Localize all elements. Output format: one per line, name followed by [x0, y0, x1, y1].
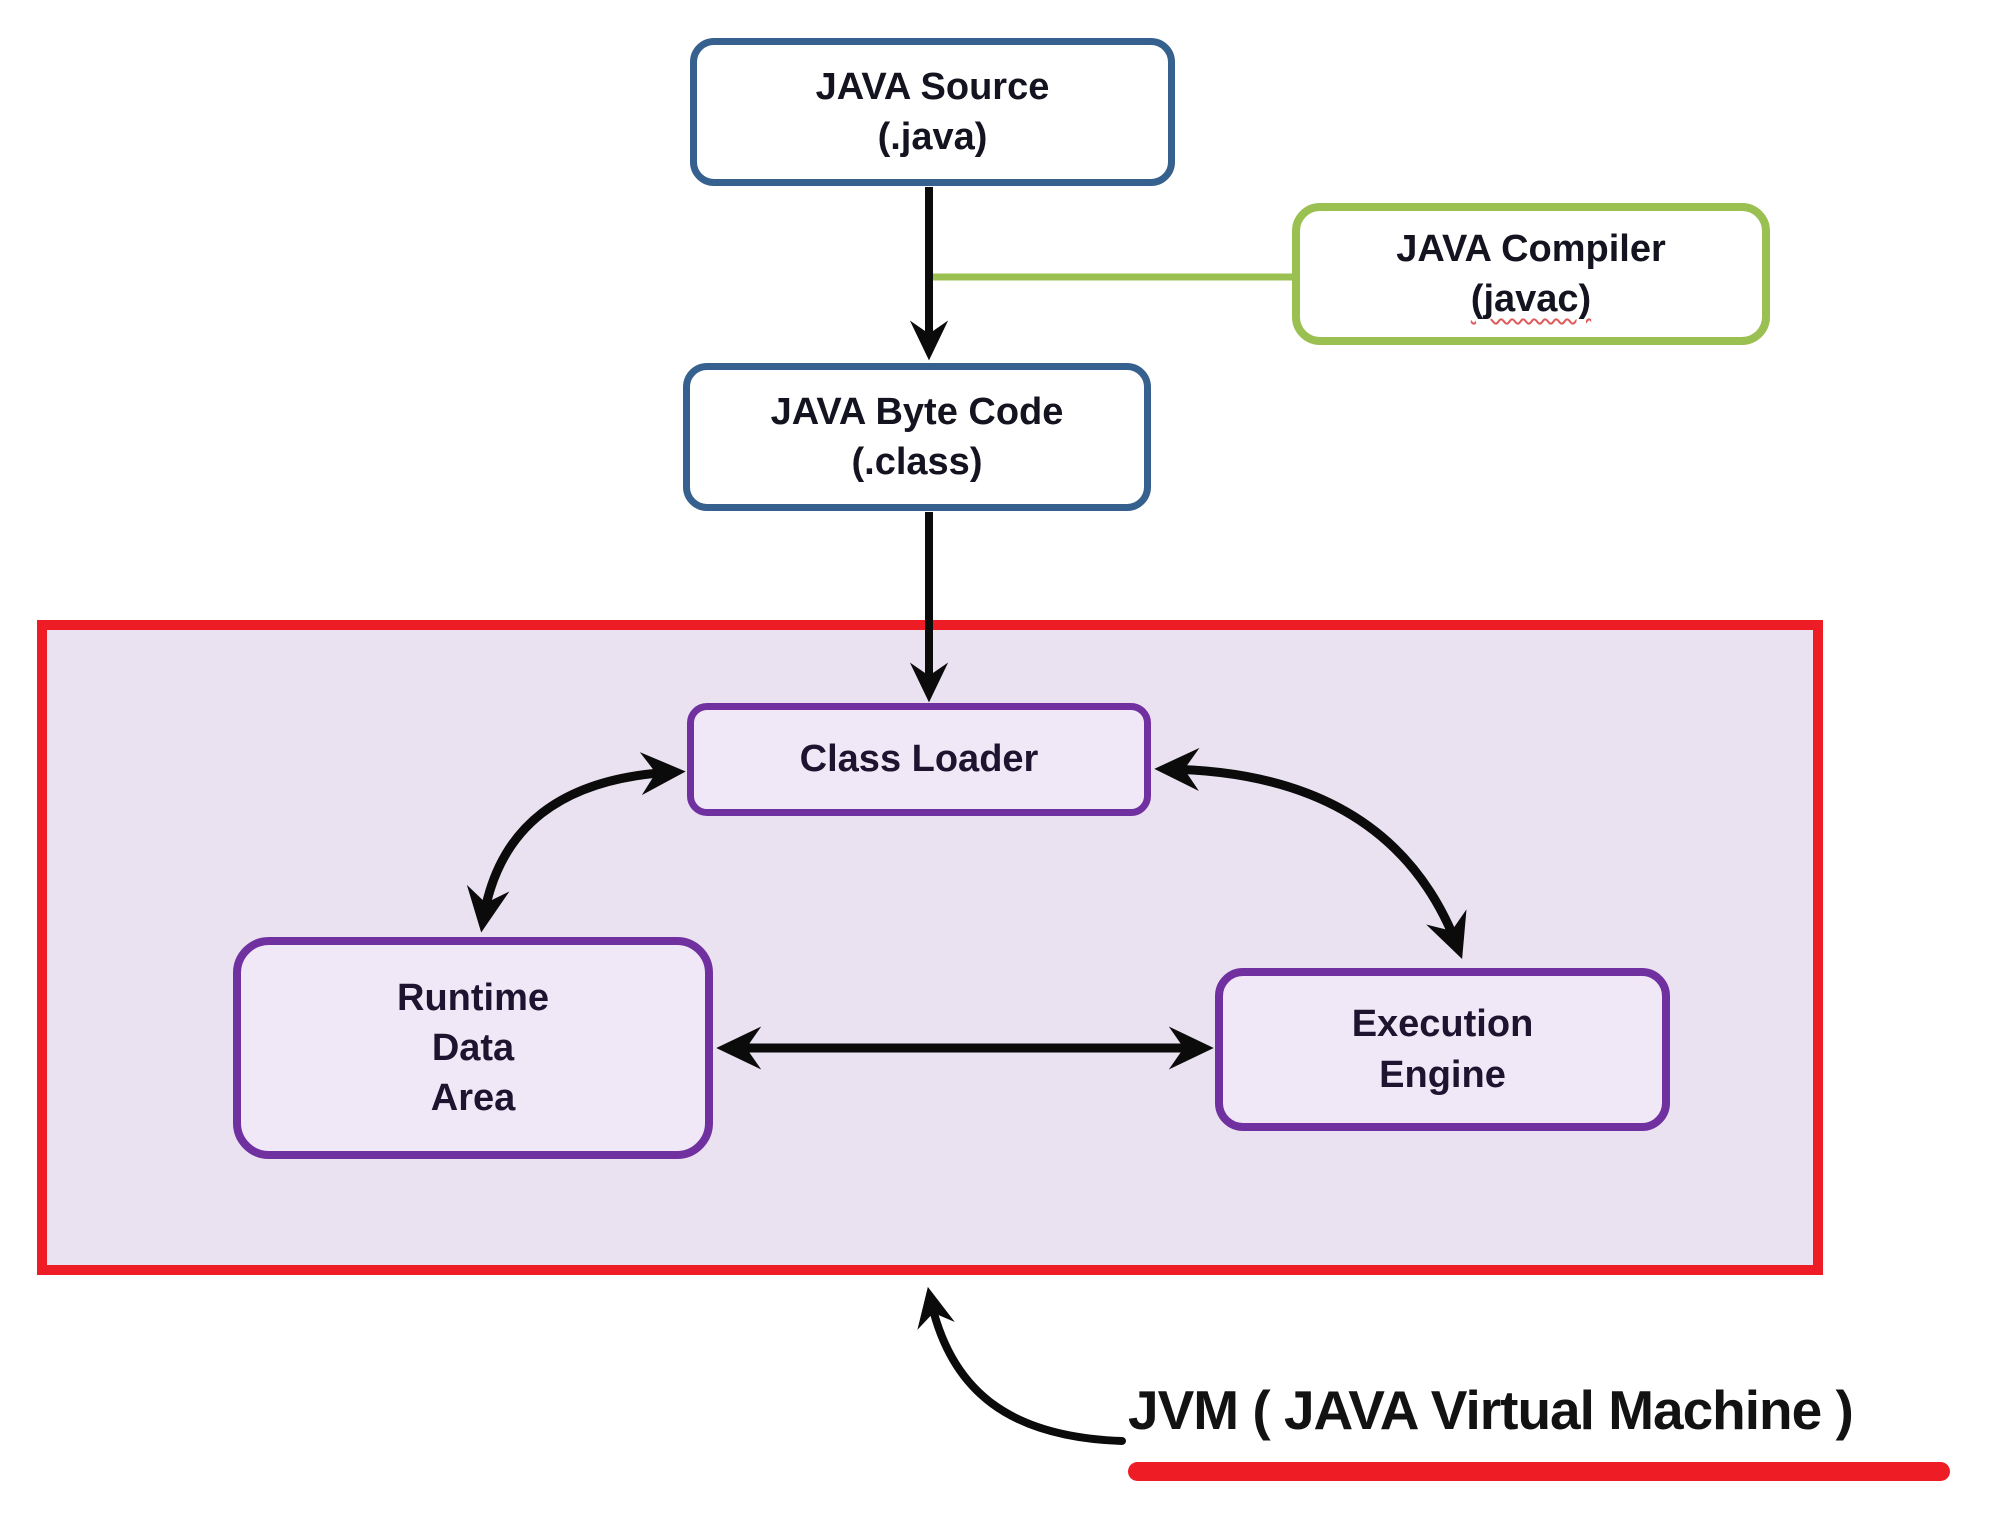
class-loader-node: Class Loader: [687, 703, 1151, 816]
java-source-label-line1: JAVA Source: [815, 65, 1050, 108]
java-source-node: JAVA Source (.java): [690, 38, 1175, 186]
execution-engine-label-line2: Engine: [1379, 1053, 1506, 1096]
jvm-caption: JVM ( JAVA Virtual Machine ): [1128, 1379, 1854, 1441]
runtime-data-area-label-line2: Data: [431, 1026, 515, 1069]
java-compiler-label-line2: (javac): [1470, 278, 1592, 320]
jvm-caption-underline: [1128, 1462, 1950, 1481]
runtime-data-area-label-line1: Runtime: [397, 976, 549, 1019]
java-source-label-line2: (.java): [877, 116, 988, 158]
java-compiler-node: JAVA Compiler (javac): [1292, 203, 1770, 345]
java-byte-code-label-line1: JAVA Byte Code: [770, 390, 1064, 433]
runtime-data-area-node: Runtime Data Area: [233, 937, 713, 1159]
caption-to-jvm-arrow: [917, 1286, 1126, 1445]
execution-engine-node: Execution Engine: [1215, 968, 1670, 1131]
runtime-data-area-label-line3: Area: [430, 1077, 516, 1120]
execution-engine-label-line1: Execution: [1351, 1003, 1534, 1046]
java-byte-code-node: JAVA Byte Code (.class): [683, 363, 1151, 511]
java-compiler-label-line1: JAVA Compiler: [1396, 227, 1666, 270]
class-loader-label: Class Loader: [799, 738, 1039, 781]
java-byte-code-label-line2: (.class): [851, 441, 983, 483]
